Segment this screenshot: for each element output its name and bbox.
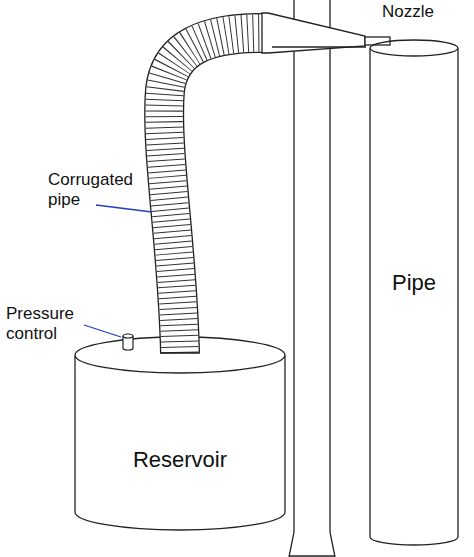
corrugated-pipe [160, 33, 262, 353]
part-label: Corrugated pipe [48, 170, 146, 211]
cylinder-outline [370, 40, 458, 545]
reservoir-cylinder: Reservoir [75, 355, 285, 530]
pressure-control-knob [123, 334, 133, 350]
node-title: Pipe [392, 271, 436, 295]
pipe-cylinder: Pipe [370, 40, 458, 545]
vertical-tube [289, 0, 335, 557]
node-title: Reservoir [133, 448, 227, 472]
cylinder-outline [75, 355, 285, 530]
part-label: Nozzle [382, 2, 472, 22]
cylinder-outline [75, 355, 285, 530]
leader-line [84, 205, 152, 337]
part-label: Pressure control [6, 304, 96, 345]
